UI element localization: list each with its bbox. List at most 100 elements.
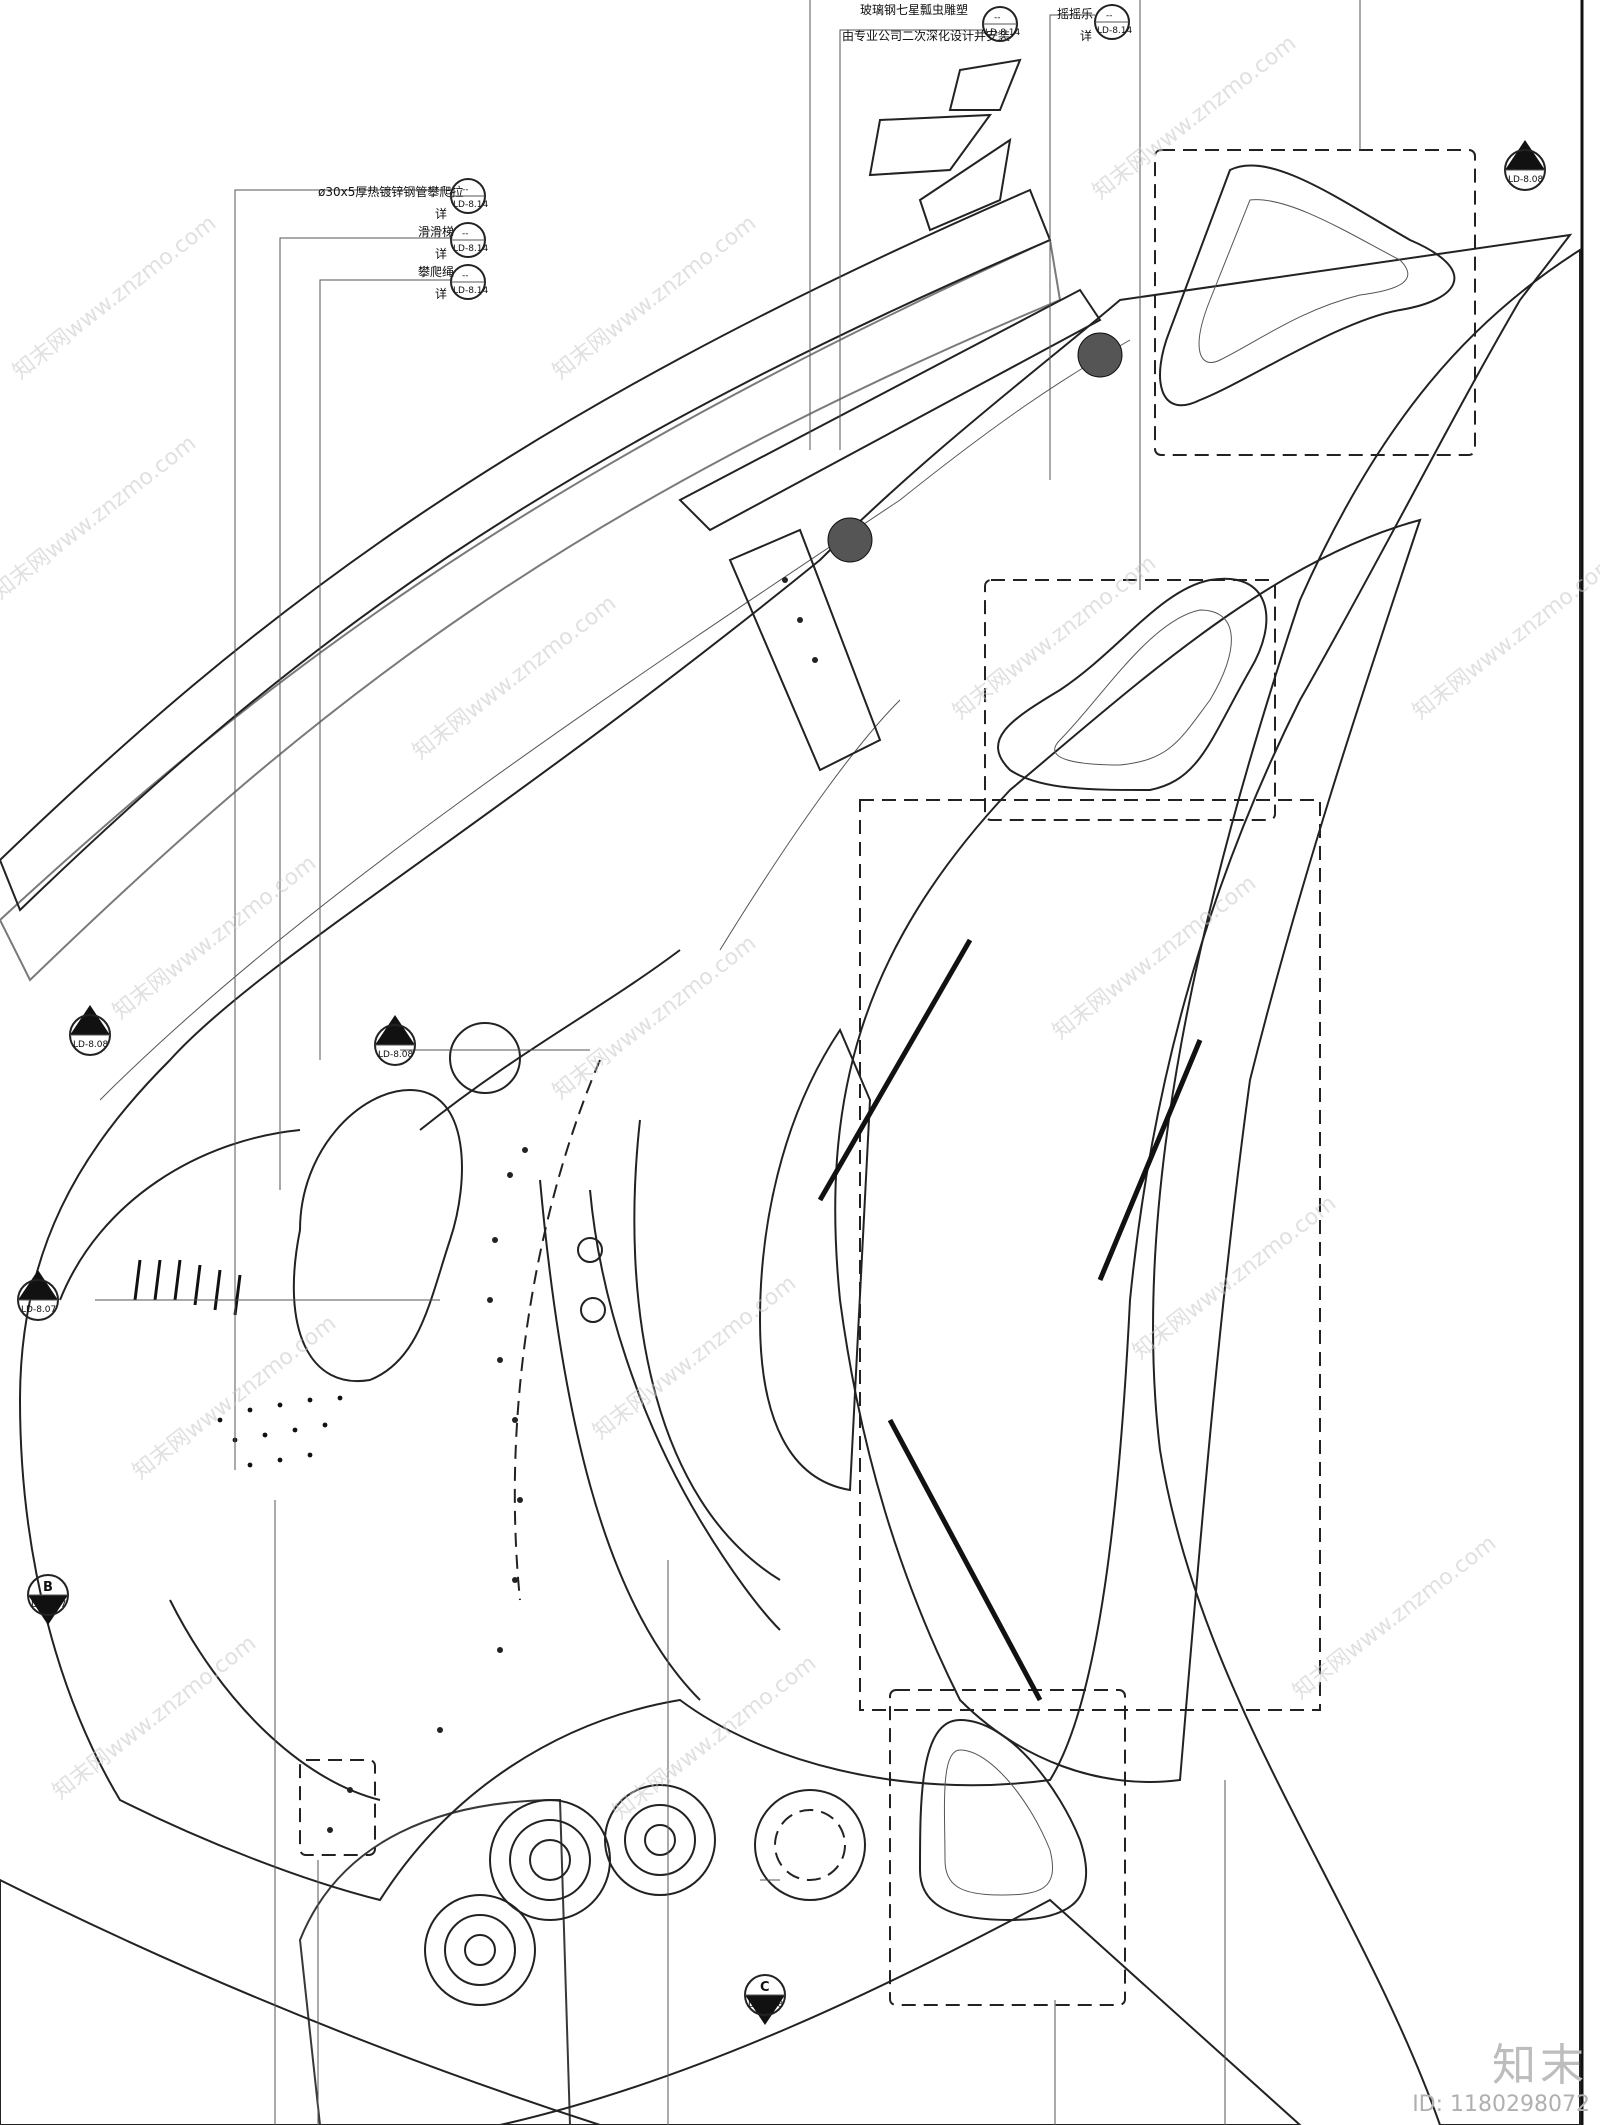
svg-text:LD-8.08: LD-8.08 [378,1050,414,1060]
paving-band-bottom [499,1898,1302,2125]
ladybug-sculpture-1 [827,517,873,563]
dashed-zone-top-right [1154,149,1476,456]
triangle-planter-middle [997,577,1268,792]
dot-field [217,1395,343,1468]
section-marker-B-807: B LD-8.07 [27,1574,69,1625]
paving-band-right [1152,248,1581,2125]
dashed-zone-bottom [889,1689,1126,2006]
label-pipe-climb-note: 详 [435,206,447,221]
svg-text:A: A [33,1285,43,1300]
slide-chute [728,528,882,772]
climbing-bar-2 [1097,1039,1203,1281]
svg-text:--: -- [462,185,469,195]
leader-lines [95,0,1361,2125]
curved-path-2 [539,1179,701,1701]
sand-pit [292,1088,463,1383]
svg-text:LD-8.14: LD-8.14 [1097,26,1133,36]
spray-ring-2-c [464,1934,496,1966]
spray-ring-1-c [529,1839,571,1881]
curved-path-5 [59,1129,301,1301]
tick-stripes [133,1259,242,1316]
watermark-3: 知末网www.znzmo.com [1088,31,1301,205]
stepping-stone-1 [948,58,1022,111]
watermark-15: 知末网www.znzmo.com [608,1651,821,1825]
svg-text:LD-8.14: LD-8.14 [985,28,1021,38]
slide-ramp [678,288,1102,532]
detail-bubble-sculpture: -- LD-8.14 [982,6,1021,42]
label-rocker: 摇摇乐 [1057,7,1093,21]
svg-text:A: A [85,1020,95,1035]
svg-text:C: C [1520,155,1530,170]
dashed-path-line [513,1059,601,1601]
triangle-planter-bottom [918,1718,1088,1922]
hatched-planting-area [758,1027,872,1492]
detail-bubble-pipe: -- LD-8.14 [450,178,489,214]
round-feature-1 [754,1789,866,1901]
stepping-stone-3 [918,137,1012,232]
label-pipe-climb: ø30x5厚热镀锌钢管攀爬拉 [318,184,463,199]
label-ladybug-sculpture: 玻璃钢七星瓢虫雕塑 [860,2,968,17]
label-slide: 滑滑梯 [418,225,454,239]
detail-bubble-slide: -- LD-8.14 [450,222,489,258]
watermark-14: 知末网www.znzmo.com [48,1631,261,1805]
spray-ring-1-b [509,1819,591,1901]
svg-text:LD-8.14: LD-8.14 [453,200,489,210]
safety-surface-vertical-stripes [834,518,1422,1783]
curved-path-1 [419,949,681,1131]
rope-course [589,1189,781,1631]
dashed-zone-middle-right [984,579,1276,821]
round-planter [449,1022,521,1094]
svg-text:LD-8.08: LD-8.08 [748,2000,784,2010]
curved-path-7 [719,699,901,951]
hatched-lower-area [298,1798,572,2125]
climbing-bar-1 [817,938,973,1202]
spray-ring-2-b [444,1914,516,1986]
label-rope: 攀爬绳 [418,265,454,279]
paving-band-upper-2 [0,238,1062,982]
svg-text:LD-8.08: LD-8.08 [1508,175,1544,185]
spray-ring-3-c [644,1824,676,1856]
triangle-planter-top [1159,164,1456,407]
rope-ring-2 [580,1297,606,1323]
spray-ring-3 [604,1784,716,1896]
triangle-inner-bottom [943,1749,1054,1896]
spray-ring-1 [489,1799,611,1921]
dashed-zone-small [299,1759,376,1856]
detail-bubble-rope: -- LD-8.14 [450,264,489,300]
detail-bubble-rocker: -- LD-8.14 [1094,4,1133,40]
svg-text:--: -- [1106,11,1113,21]
label-ladybug-note: 由专业公司二次深化设计并安装 [842,28,1010,43]
svg-text:LD-8.14: LD-8.14 [453,244,489,254]
watermark-1: 知末网www.znzmo.com [8,211,221,385]
svg-text:--: -- [994,13,1001,23]
play-area-boundary [18,233,1573,1902]
section-marker-C-808-top: C LD-8.08 [1504,140,1546,191]
image-id: ID: 1180298072 [1412,2092,1590,2117]
svg-text:LD-8.08: LD-8.08 [73,1040,109,1050]
svg-text:LD-8.14: LD-8.14 [453,286,489,296]
footprints [327,577,818,1833]
section-marker-C-808-bottom: C LD-8.08 [744,1974,786,2025]
climbing-bar-3 [887,1418,1043,1702]
svg-text:B: B [43,1580,53,1595]
ladybug-sculpture-2 [1077,332,1123,378]
svg-text:B: B [390,1030,400,1045]
round-feature-1-inner [774,1809,846,1881]
label-slide-note: 详 [435,246,447,261]
brand-logo: 知末 [1492,2040,1588,2091]
watermark-4: 知末网www.znzmo.com [0,431,201,605]
svg-text:LD-8.07: LD-8.07 [31,1600,66,1610]
svg-text:--: -- [462,271,469,281]
svg-text:--: -- [462,229,469,239]
section-marker-A-807: A LD-8.07 [17,1270,59,1321]
triangle-inner-middle [1054,609,1232,766]
spray-ring-3-b [624,1804,696,1876]
watermark-7: 知末网www.znzmo.com [1408,551,1600,725]
rope-ring-1 [577,1237,603,1263]
label-rope-note: 详 [435,286,447,301]
paving-band-lower [0,1878,601,2125]
watermark-2: 知末网www.znzmo.com [548,211,761,385]
paving-band-upper [0,188,1052,912]
curved-path-3 [633,1119,781,1581]
